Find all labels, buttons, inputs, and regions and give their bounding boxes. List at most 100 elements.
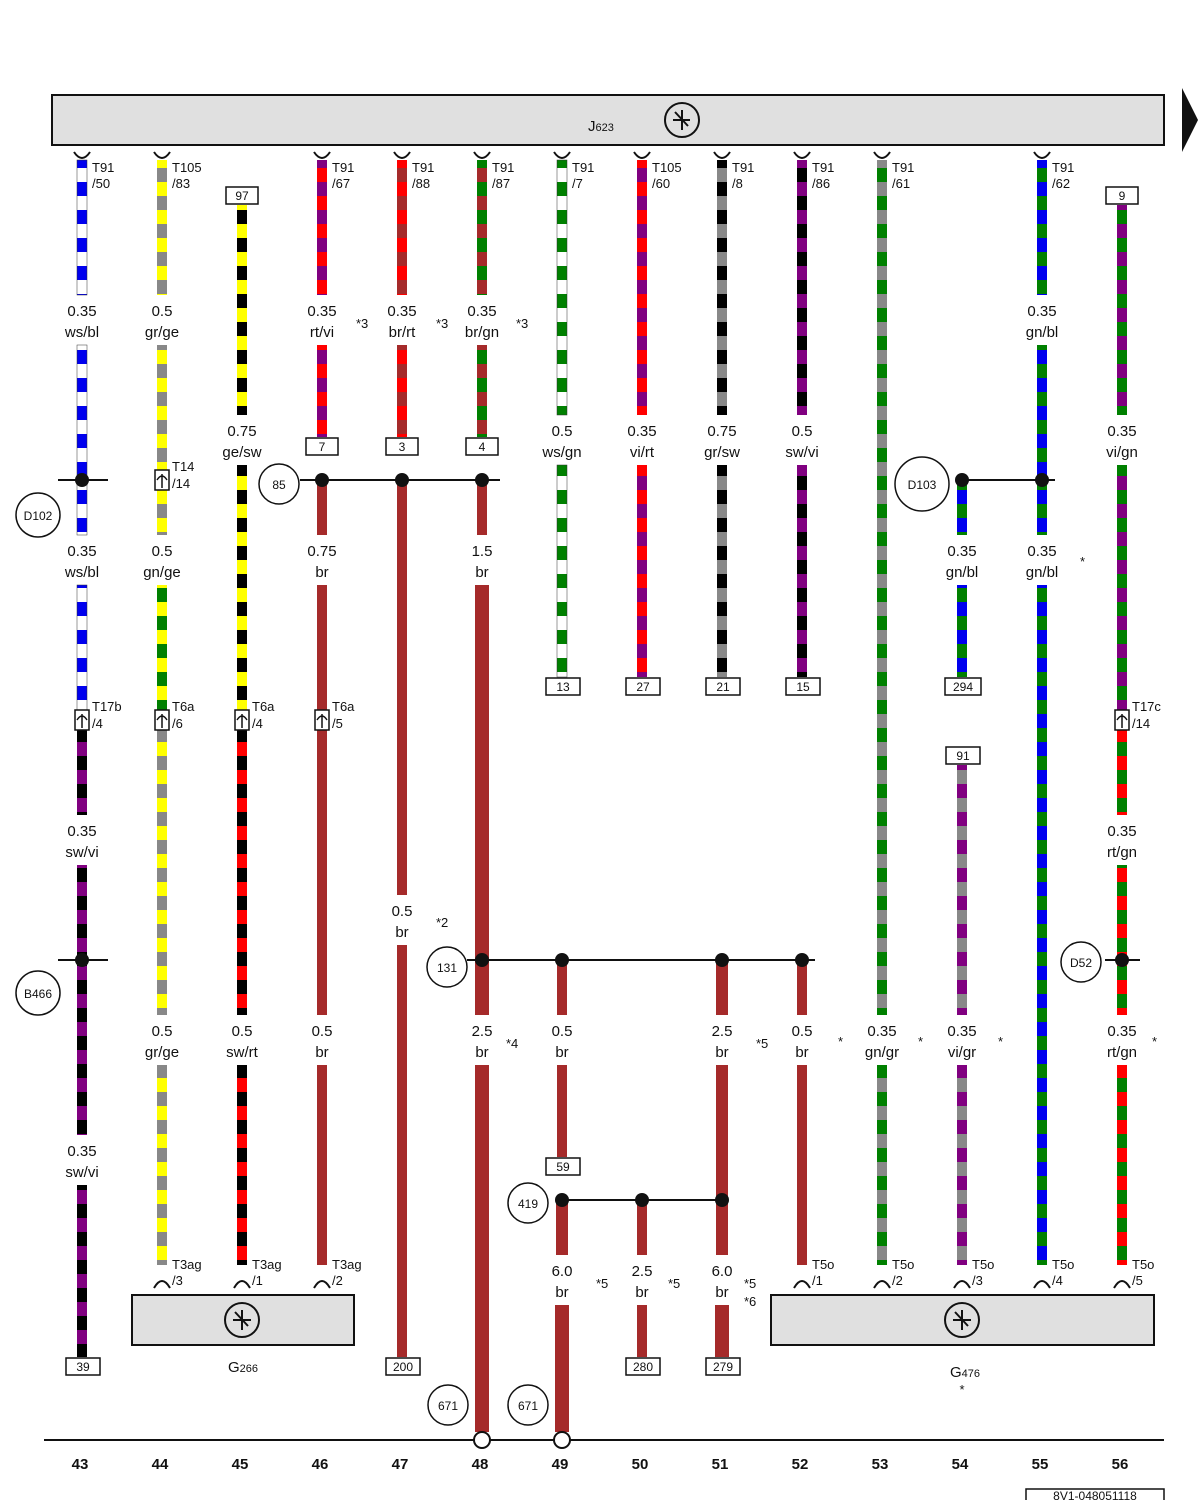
footnote: * xyxy=(918,1034,923,1049)
wire-43-c xyxy=(76,584,88,711)
pin-label: /67 xyxy=(332,176,350,191)
wire-color: gn/bl xyxy=(1026,564,1059,581)
wire-size: 0.35 xyxy=(947,543,976,560)
connector-symbols-bottom xyxy=(153,1280,1131,1289)
pin-label: T3ag xyxy=(332,1257,362,1272)
wire-color: ws/gn xyxy=(541,444,581,461)
wire-size: 0.5 xyxy=(552,423,573,440)
sender-icon xyxy=(944,1302,980,1338)
splice-419: 419 xyxy=(518,1197,538,1211)
wire-44-a xyxy=(157,160,167,295)
footnote: *4 xyxy=(506,1036,518,1051)
wire-53-a xyxy=(877,160,887,1015)
wire-49-c xyxy=(557,960,567,1015)
wire-48-a xyxy=(477,160,487,295)
wire-color: vi/gr xyxy=(948,1044,976,1061)
ref-box: 39 xyxy=(76,1360,90,1374)
wire-color: ws/bl xyxy=(64,324,99,341)
pin-label: T91 xyxy=(412,160,434,175)
column-number: 45 xyxy=(232,1456,249,1473)
wire-color: sw/vi xyxy=(65,844,98,861)
wire-color: gn/gr xyxy=(865,1044,899,1061)
pin-label: /7 xyxy=(572,176,583,191)
column-number: 47 xyxy=(392,1456,409,1473)
wire-size: 0.5 xyxy=(392,903,413,920)
wire-52-c xyxy=(797,960,807,1015)
wire-48-d xyxy=(475,585,489,1015)
pin-label: /3 xyxy=(172,1273,183,1288)
ref-box: 3 xyxy=(399,440,406,454)
splice-d103: D103 xyxy=(908,478,937,492)
splice-dots xyxy=(75,473,1129,1207)
column-numbers: 43 44 45 46 47 48 49 50 51 52 53 54 55 5… xyxy=(72,1456,1129,1473)
ground-point xyxy=(473,1431,491,1449)
ref-box: 97 xyxy=(235,189,249,203)
wire-color: br xyxy=(555,1044,568,1061)
ground-point xyxy=(553,1431,571,1449)
ref-box: 280 xyxy=(633,1360,653,1374)
wire-56-e xyxy=(1117,1065,1127,1265)
wire-color: rt/vi xyxy=(310,324,334,341)
splice-circles xyxy=(15,456,1102,1426)
pin-label: /2 xyxy=(332,1273,343,1288)
footnote: *6 xyxy=(744,1294,756,1309)
pin-label: /61 xyxy=(892,176,910,191)
ref-box: 279 xyxy=(713,1360,733,1374)
wire-53-b xyxy=(877,1065,887,1265)
pin-label: T91 xyxy=(732,160,754,175)
pin-label: T5o xyxy=(972,1257,994,1272)
column-number: 51 xyxy=(712,1456,729,1473)
wire-color: vi/rt xyxy=(630,444,655,461)
ref-box: 7 xyxy=(319,440,326,454)
column-number: 44 xyxy=(152,1456,169,1473)
wire-color: sw/vi xyxy=(65,1164,98,1181)
wire-color: br/gn xyxy=(465,324,499,341)
wire-color: gr/sw xyxy=(704,444,740,461)
wire-49-f xyxy=(555,1305,569,1432)
ref-box: 9 xyxy=(1119,189,1126,203)
dot xyxy=(475,473,489,487)
wire-size: 2.5 xyxy=(472,1023,493,1040)
footnote: *5 xyxy=(596,1276,608,1291)
wire-48-e xyxy=(475,1065,489,1432)
column-number: 56 xyxy=(1112,1456,1129,1473)
pin-label: /2 xyxy=(892,1273,903,1288)
dot xyxy=(715,1193,729,1207)
pin-label: T5o xyxy=(812,1257,834,1272)
wire-color: br xyxy=(795,1044,808,1061)
wire-color: ge/sw xyxy=(222,444,261,461)
wire-size: 6.0 xyxy=(552,1263,573,1280)
dot xyxy=(715,953,729,967)
dot xyxy=(315,473,329,487)
wire-47-c xyxy=(397,480,407,895)
wire-47-d xyxy=(397,945,407,1357)
wire-55-c xyxy=(1037,585,1047,1265)
splice-131: 131 xyxy=(437,961,457,975)
wire-49-a xyxy=(556,159,568,416)
wire-size: 0.5 xyxy=(152,303,173,320)
wire-47-b xyxy=(397,345,407,437)
wire-size: 0.5 xyxy=(152,543,173,560)
dot xyxy=(555,1193,569,1207)
wire-size: 0.35 xyxy=(627,423,656,440)
wire-color: br xyxy=(475,1044,488,1061)
footnote: *3 xyxy=(516,316,528,331)
wire-52-b xyxy=(797,465,807,677)
wire-color: br xyxy=(315,1044,328,1061)
wire-color: br xyxy=(395,924,408,941)
ref-box: 4 xyxy=(479,440,486,454)
pin-label: T91 xyxy=(892,160,914,175)
dot xyxy=(395,473,409,487)
pin-label: /86 xyxy=(812,176,830,191)
ref-box: 59 xyxy=(556,1160,570,1174)
column-number: 52 xyxy=(792,1456,809,1473)
g266-label: G266 xyxy=(228,1359,258,1376)
pin-label: /14 xyxy=(172,476,190,491)
wire-color: vi/gn xyxy=(1106,444,1138,461)
wire-46-c xyxy=(317,480,327,535)
wire-size: 0.35 xyxy=(307,303,336,320)
wire-51-a xyxy=(717,160,727,415)
wire-color: gn/ge xyxy=(143,564,181,581)
dot xyxy=(75,953,89,967)
wire-size: 0.5 xyxy=(312,1023,333,1040)
